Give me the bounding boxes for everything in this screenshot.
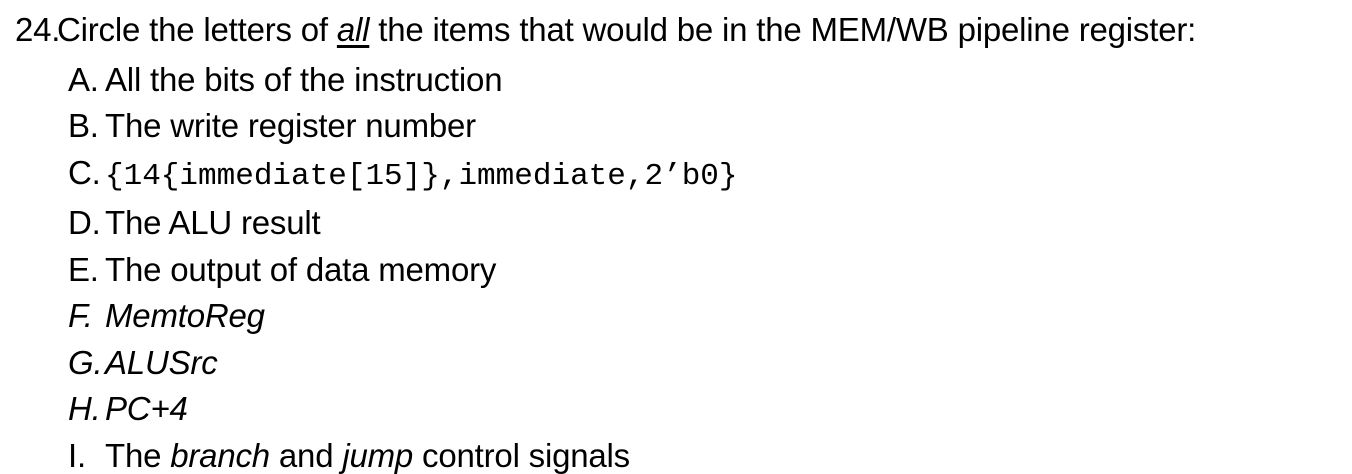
option-letter-c: C.	[68, 153, 101, 191]
option-text-i: The	[105, 436, 171, 474]
option-row-f: F. MemtoReg	[68, 293, 1352, 340]
option-row-b: B.The write register number	[68, 103, 1352, 150]
option-text-d: The ALU result	[105, 204, 321, 241]
option-row-d: D.The ALU result	[68, 200, 1352, 247]
option-row-h: H.PC+4	[68, 386, 1352, 433]
option-text-i: control signals	[413, 436, 630, 474]
question-text-part: the items that would be in the MEM/WB pi…	[369, 11, 1197, 48]
question-line: 24.Circle the letters of all the items t…	[15, 7, 1352, 54]
option-text-g: ALUSrc	[105, 343, 218, 381]
option-text-h: PC+4	[105, 390, 188, 427]
option-text-i: branch	[170, 436, 270, 474]
option-letter-i: I.	[68, 436, 86, 474]
option-row-i: I. The branch and jump control signals	[68, 433, 1352, 474]
option-row-e: E.The output of data memory	[68, 247, 1352, 294]
option-row-c: C.{14{immediate[15]},immediate,2’b0}	[68, 150, 1352, 201]
option-text-b: The write register number	[105, 107, 476, 144]
option-text-i: jump	[342, 436, 414, 474]
option-letter-e: E.	[68, 250, 99, 288]
option-text-c: {14{immediate[15]},immediate,2’b0}	[105, 158, 738, 194]
option-text-a: All the bits of the instruction	[105, 60, 503, 98]
option-letter-b: B.	[68, 107, 99, 144]
option-letter-f: F.	[68, 297, 93, 334]
option-text-e: The output of data memory	[105, 250, 497, 288]
option-letter-a: A.	[68, 60, 99, 98]
option-row-g: G.ALUSrc	[68, 340, 1352, 387]
question-number: 24.	[15, 11, 61, 48]
question-text: Circle the letters of all the items that…	[57, 11, 1196, 48]
question-text-part: Circle the letters of	[57, 11, 337, 48]
option-row-a: A.All the bits of the instruction	[68, 57, 1352, 104]
option-letter-g: G.	[68, 343, 103, 381]
option-letter-d: D.	[68, 204, 101, 241]
option-letter-h: H.	[68, 390, 101, 427]
question-text-part: all	[336, 11, 370, 48]
option-text-i: and	[269, 436, 343, 474]
option-text-f: MemtoReg	[105, 297, 265, 334]
